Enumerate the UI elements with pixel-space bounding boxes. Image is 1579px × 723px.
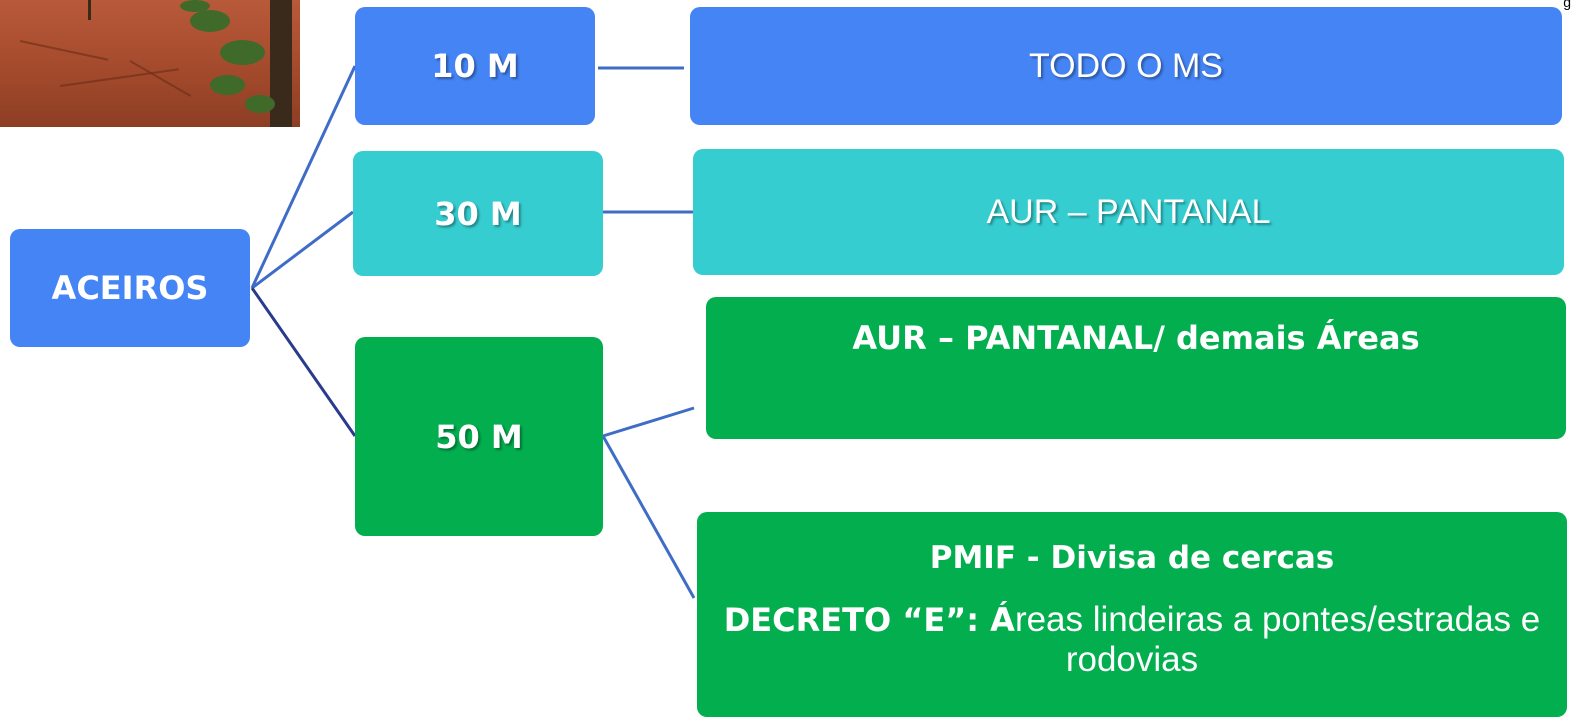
root-node-label: ACEIROS — [51, 269, 209, 307]
detail-node-todo-ms: TODO O MS — [690, 7, 1562, 125]
width-node-label: 50 M — [435, 417, 523, 456]
width-node-50m: 50 M — [355, 337, 603, 536]
width-node-label: 30 M — [434, 194, 522, 233]
corner-mark: g — [1563, 0, 1571, 10]
connector-root-10 — [250, 65, 357, 289]
detail-text: TODO O MS — [1029, 46, 1223, 85]
detail-node-aur-demais: AUR – PANTANAL/ demais Áreas — [706, 297, 1566, 439]
detail-line-pmif: PMIF - Divisa de cercas — [929, 540, 1335, 576]
detail-node-pmif-decreto: PMIF - Divisa de cercas DECRETO “E”: Áre… — [697, 512, 1567, 717]
connector-root-30 — [251, 210, 354, 290]
detail-text: AUR – PANTANAL/ demais Áreas — [852, 319, 1420, 357]
width-node-30m: 30 M — [353, 151, 603, 276]
terrain-photo-icon — [0, 0, 300, 127]
detail-line-decreto: DECRETO “E”: Áreas lindeiras a pontes/es… — [697, 600, 1567, 680]
decreto-rest: reas lindeiras a pontes/estradas e rodov… — [1014, 600, 1541, 679]
connector-root-50 — [250, 287, 357, 437]
width-node-10m: 10 M — [355, 7, 595, 125]
decreto-lead: DECRETO “E”: Á — [723, 601, 1015, 639]
detail-text: AUR – PANTANAL — [986, 192, 1271, 231]
connector-50-detail-b — [601, 435, 696, 599]
width-node-label: 10 M — [431, 47, 519, 85]
detail-node-aur-pantanal: AUR – PANTANAL — [693, 149, 1564, 275]
connector-50-detail-a — [602, 406, 695, 438]
root-node-aceiros: ACEIROS — [10, 229, 250, 347]
